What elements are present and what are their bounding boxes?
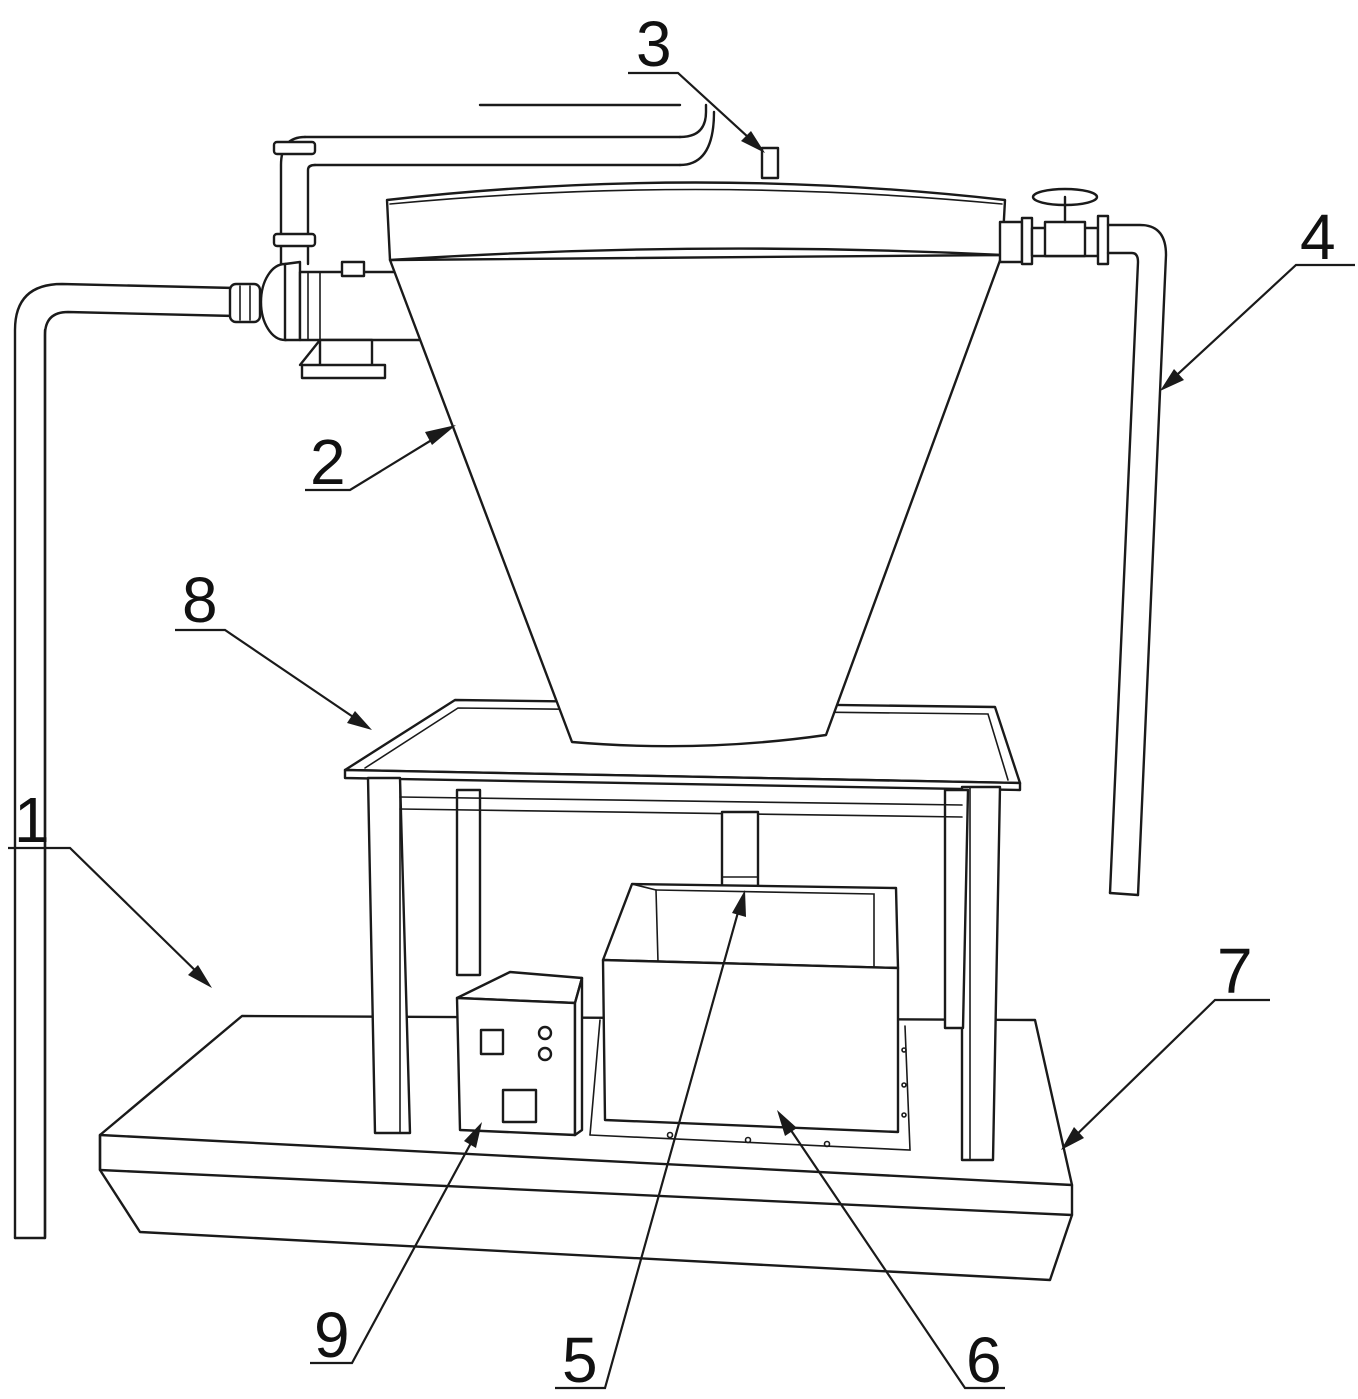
hopper: [387, 183, 1005, 747]
callout-2: 2: [310, 426, 346, 498]
callout-4: 4: [1300, 201, 1336, 273]
callout-8: 8: [182, 564, 218, 636]
callout-5: 5: [562, 1324, 598, 1396]
control-box: [457, 972, 582, 1135]
callout-6: 6: [966, 1324, 1002, 1396]
callout-1: 1: [14, 784, 50, 856]
base-platform: [100, 1016, 1072, 1280]
callout-7: 7: [1217, 935, 1253, 1007]
feed-pipe: [305, 105, 714, 165]
tank: [590, 884, 910, 1150]
outlet-pipe-with-valve: [1000, 189, 1166, 895]
pump-riser-pipe: [274, 137, 315, 264]
callout-9: 9: [314, 1299, 350, 1371]
callout-3: 3: [636, 8, 672, 80]
discharge-outlet: [722, 812, 758, 895]
